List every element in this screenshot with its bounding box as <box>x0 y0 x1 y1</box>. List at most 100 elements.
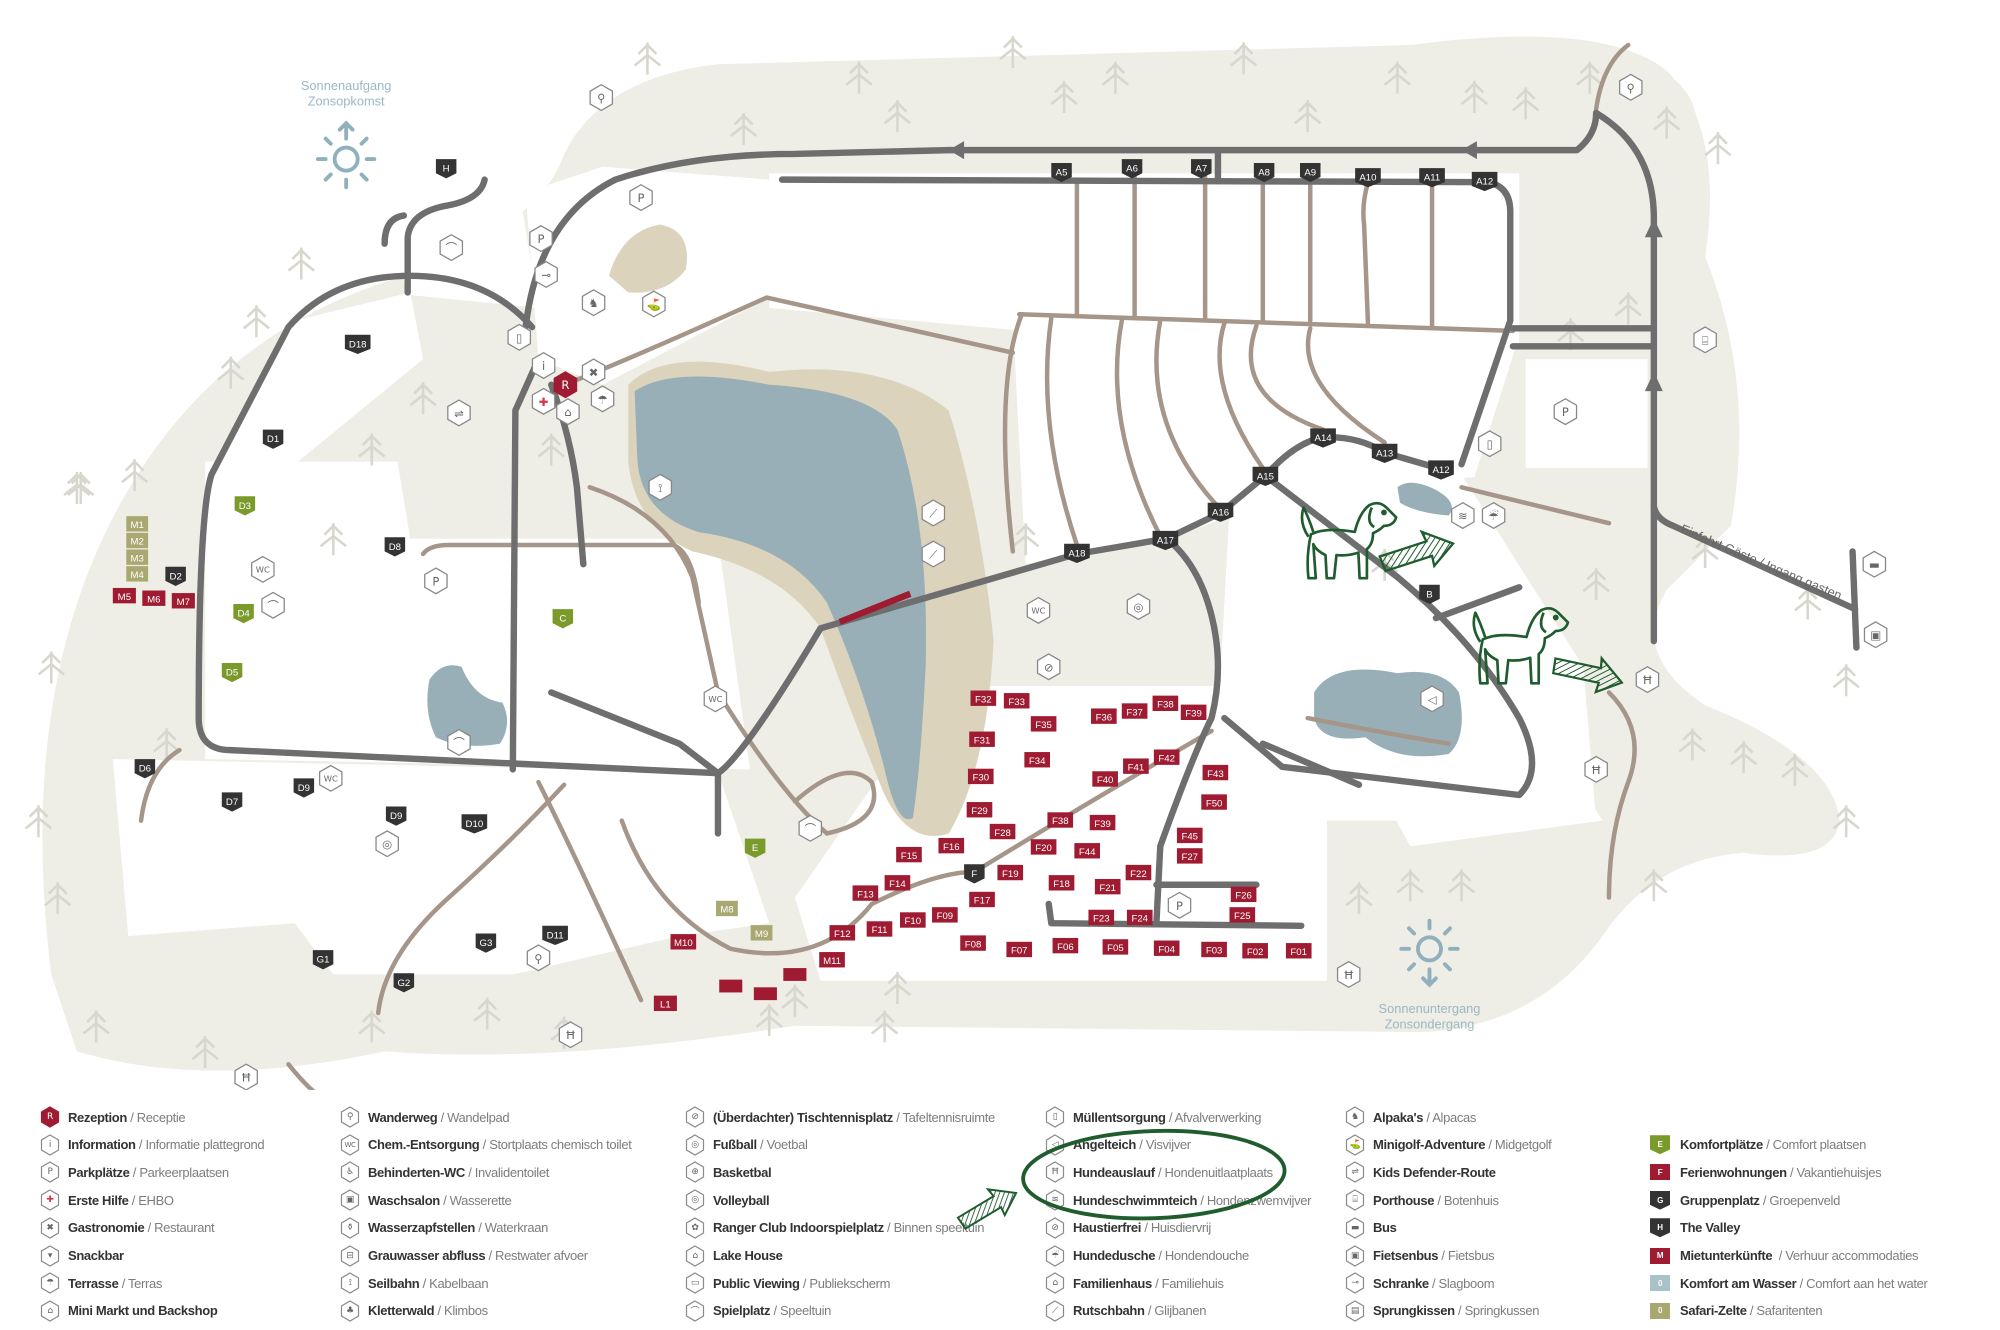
terrace-icon[interactable]: ☂ <box>590 385 615 413</box>
marker-f28[interactable]: F28 <box>989 823 1016 840</box>
slide-icon[interactable]: ⟋ <box>921 540 946 568</box>
marker-f09[interactable]: F09 <box>932 907 958 923</box>
minigolf-icon[interactable]: ⛳ <box>642 290 666 318</box>
rental-unit-block[interactable] <box>719 979 743 993</box>
marker-f36[interactable]: F36 <box>1091 708 1117 724</box>
marker-d1[interactable]: D1 <box>262 429 284 449</box>
bike-bus-icon[interactable]: ▣ <box>1863 621 1888 649</box>
dog-run-icon[interactable]: Ħ <box>558 1021 583 1049</box>
dog-run-icon[interactable]: Ħ <box>1336 960 1361 989</box>
kids-route-icon[interactable]: ⇌ <box>447 399 471 427</box>
marker-f34[interactable]: F34 <box>1024 752 1050 768</box>
wc-icon[interactable]: WC <box>251 555 275 583</box>
playground-icon[interactable]: ⌒ <box>798 814 823 842</box>
rental-unit-block[interactable] <box>783 968 807 981</box>
marker-g1[interactable]: G1 <box>312 950 334 970</box>
marker-a5[interactable]: A5 <box>1051 162 1072 183</box>
marker-g3[interactable]: G3 <box>475 933 497 953</box>
marker-m9[interactable]: M9 <box>750 925 773 941</box>
marker-f27[interactable]: F27 <box>1176 848 1203 864</box>
rental-unit-block[interactable] <box>753 987 777 1001</box>
bus-icon[interactable]: ▬ <box>1862 550 1887 578</box>
marker-a11[interactable]: A11 <box>1419 168 1445 188</box>
marker-m8[interactable]: M8 <box>716 900 738 917</box>
marker-f50[interactable]: F50 <box>1201 794 1227 810</box>
marker-f10[interactable]: F10 <box>900 912 926 928</box>
marker-f12[interactable]: F12 <box>829 925 856 941</box>
marker-f42[interactable]: F42 <box>1153 749 1180 765</box>
marker-f39[interactable]: F39 <box>1089 814 1116 831</box>
football-icon[interactable]: ◎ <box>1126 592 1151 621</box>
hiking-icon[interactable]: ⚲ <box>589 84 614 112</box>
marker-a6[interactable]: A6 <box>1121 159 1143 179</box>
marker-d11[interactable]: D11 <box>542 925 568 945</box>
wc-icon[interactable]: WC <box>703 685 728 713</box>
dog-shower-icon[interactable]: ☔ <box>1481 501 1506 530</box>
marker-a18[interactable]: A18 <box>1064 543 1090 563</box>
marker-a13[interactable]: A13 <box>1371 443 1398 463</box>
marker-f25[interactable]: F25 <box>1229 907 1256 923</box>
marker-f05[interactable]: F05 <box>1102 939 1129 955</box>
marker-d5[interactable]: D5 <box>221 662 243 683</box>
barrier-icon[interactable]: ⊸ <box>534 260 558 289</box>
marker-f[interactable]: F <box>964 864 985 884</box>
slide-icon[interactable]: ⟋ <box>921 499 946 527</box>
marker-a17[interactable]: A17 <box>1152 530 1179 551</box>
marker-f45[interactable]: F45 <box>1176 827 1203 844</box>
dog-pond-icon[interactable]: ≋ <box>1451 501 1475 530</box>
dog-run-icon[interactable]: Ħ <box>1584 755 1608 783</box>
marker-d2[interactable]: D2 <box>165 566 186 587</box>
marker-f44[interactable]: F44 <box>1074 843 1100 859</box>
waste-icon[interactable]: ▯ <box>507 323 532 351</box>
marker-m5[interactable]: M5 <box>112 587 136 604</box>
marker-f07[interactable]: F07 <box>1006 941 1033 958</box>
marker-d9[interactable]: D9 <box>385 806 407 826</box>
marker-f21[interactable]: F21 <box>1094 878 1121 895</box>
marker-f15[interactable]: F15 <box>896 846 922 863</box>
hiking-icon[interactable]: ⚲ <box>526 944 551 972</box>
parking-icon[interactable]: P <box>1167 891 1192 919</box>
marker-f31[interactable]: F31 <box>969 731 995 747</box>
playground-icon[interactable]: ⌒ <box>447 728 471 756</box>
marker-f24[interactable]: F24 <box>1126 909 1153 926</box>
marker-f26[interactable]: F26 <box>1230 886 1257 903</box>
marker-f20[interactable]: F20 <box>1030 839 1057 855</box>
waste-icon[interactable]: ▯ <box>1477 430 1502 458</box>
porthouse-icon[interactable]: ⌸ <box>1693 326 1717 354</box>
reception-icon[interactable]: R <box>553 371 578 399</box>
marker-d8[interactable]: D8 <box>384 537 406 557</box>
marker-d6[interactable]: D6 <box>134 759 156 779</box>
marker-a7[interactable]: A7 <box>1191 159 1212 179</box>
marker-b[interactable]: B <box>1419 584 1440 604</box>
marker-f38[interactable]: F38 <box>1152 695 1179 712</box>
marker-f02[interactable]: F02 <box>1242 943 1268 959</box>
marker-f30[interactable]: F30 <box>967 768 994 785</box>
marker-m4[interactable]: M4 <box>126 566 149 582</box>
marker-f33[interactable]: F33 <box>1003 693 1030 709</box>
marker-f17[interactable]: F17 <box>969 891 995 908</box>
alpaca-icon[interactable]: ♞ <box>581 289 606 317</box>
marker-a9[interactable]: A9 <box>1300 162 1321 183</box>
marker-f22[interactable]: F22 <box>1125 864 1152 881</box>
marker-c[interactable]: C <box>552 609 574 629</box>
marker-f29[interactable]: F29 <box>966 802 993 818</box>
table-tennis-icon[interactable]: ⊘ <box>1036 653 1061 681</box>
information-icon[interactable]: i <box>531 351 556 380</box>
marker-m1[interactable]: M1 <box>126 516 149 532</box>
marker-f38[interactable]: F38 <box>1047 812 1074 828</box>
marker-m7[interactable]: M7 <box>171 593 195 609</box>
marker-a8[interactable]: A8 <box>1253 162 1275 183</box>
playground-icon[interactable]: ⌒ <box>261 591 285 619</box>
marker-f11[interactable]: F11 <box>866 921 893 937</box>
dog-run-icon[interactable]: Ħ <box>1635 666 1660 694</box>
marker-a16[interactable]: A16 <box>1207 502 1234 522</box>
marker-m2[interactable]: M2 <box>126 532 149 549</box>
marker-d18[interactable]: D18 <box>344 334 371 354</box>
marker-m6[interactable]: M6 <box>142 590 166 606</box>
marker-d9[interactable]: D9 <box>293 778 315 798</box>
marker-f06[interactable]: F06 <box>1052 937 1079 954</box>
dog-run-icon[interactable]: Ħ <box>234 1063 258 1090</box>
marker-f39[interactable]: F39 <box>1180 704 1207 720</box>
marker-f04[interactable]: F04 <box>1153 940 1180 956</box>
volleyball-icon[interactable]: ◎ <box>375 830 399 858</box>
